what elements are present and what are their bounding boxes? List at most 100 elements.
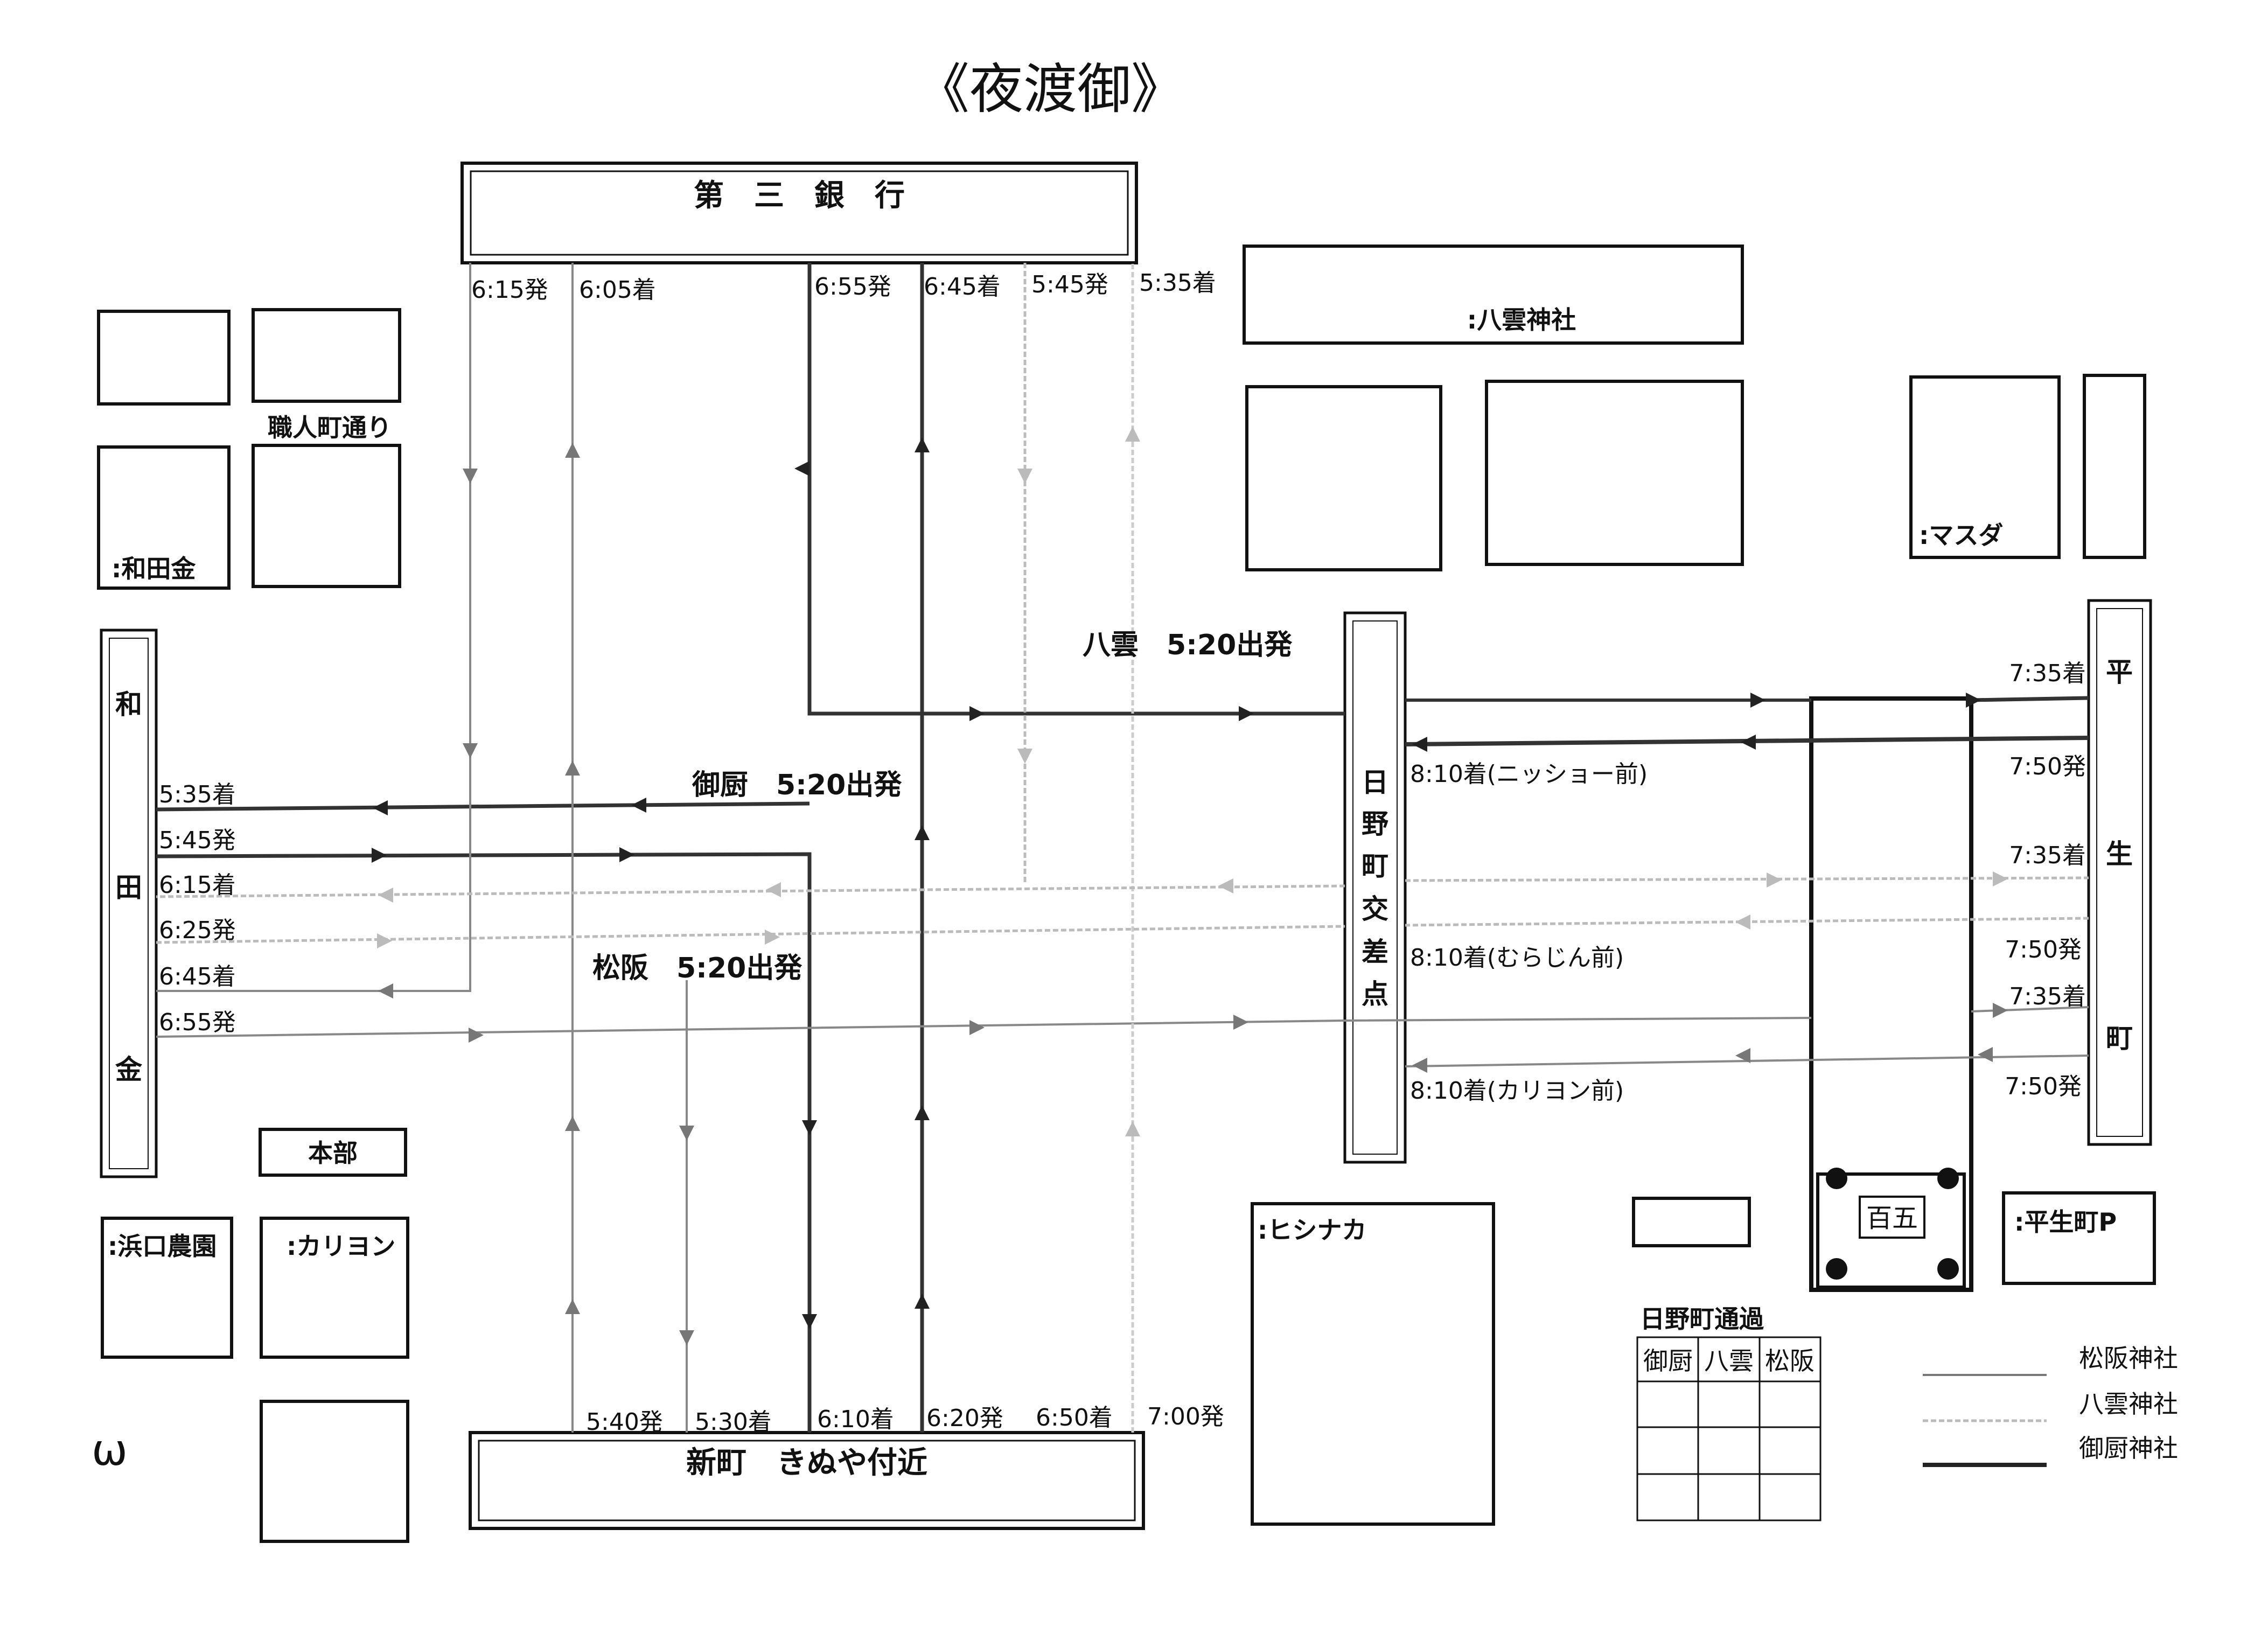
top-time-labels: 6:15発 6:05着 6:55発 6:45着 5:45発 5:35着 [471, 269, 1216, 304]
yakumo-shrine-label: :八雲神社 [1467, 305, 1576, 334]
crossing-time-3: 8:10着(カリヨン前) [1410, 1077, 1624, 1105]
hirao-char-3: 町 [2106, 1023, 2133, 1054]
block-hishinaka [1251, 1202, 1495, 1526]
route-matsusaka-bank-south [156, 263, 471, 992]
mazda-label: :マスダ [1919, 521, 2003, 550]
bottom-time-6: 7:00発 [1147, 1403, 1224, 1430]
block-ne-narrow [2083, 374, 2146, 559]
bottom-time-labels: 5:40発 5:30着 6:10着 6:20発 6:50着 7:00発 [586, 1403, 1224, 1436]
block-honbu [259, 1128, 407, 1177]
block-nw-2 [252, 308, 401, 403]
block-small-center [1632, 1197, 1751, 1247]
right-time-5: 7:35着 [2009, 983, 2086, 1010]
route-mikuriya-west [156, 801, 810, 812]
hirao-char-1: 平 [2106, 657, 2133, 688]
right-time-6: 7:50発 [2005, 1073, 2082, 1100]
left-time-3: 6:15着 [159, 871, 236, 899]
bottom-time-3: 6:10着 [817, 1406, 894, 1433]
table-header-mikuriya: 御厨 [1643, 1346, 1693, 1375]
bottom-time-5: 6:50着 [1036, 1404, 1113, 1431]
hirao-p-label: :平生町P [2014, 1207, 2117, 1237]
hamaguchi-label: :浜口農園 [108, 1232, 217, 1261]
crossing-char-4: 交 [1362, 893, 1388, 925]
wadakin-char-2: 田 [115, 872, 142, 903]
bottom-time-2: 5:30着 [695, 1408, 772, 1436]
hyakugo-label: 百五 [1866, 1203, 1918, 1233]
left-time-labels: 5:35着 5:45発 6:15着 6:25発 6:45着 6:55発 [159, 781, 236, 1036]
table-title: 日野町通過 [1640, 1304, 1764, 1333]
block-sw [260, 1400, 409, 1543]
block-n-2 [1485, 380, 1744, 566]
left-time-2: 5:45発 [159, 827, 236, 854]
shinmachi-kinuya-building: 新町 きぬや付近 [469, 1431, 1145, 1530]
legend-matsusaka: 松阪神社 [2079, 1344, 2178, 1373]
honbu-label: 本部 [308, 1139, 358, 1168]
wadakin-box-label: :和田金 [111, 554, 196, 583]
route-arrows [372, 427, 2008, 1345]
crossing-char-3: 町 [1362, 850, 1388, 882]
right-time-1: 7:35着 [2009, 660, 2086, 687]
top-time-5: 5:45発 [1031, 271, 1108, 298]
block-yakumo-shrine [1243, 245, 1744, 345]
crossing-time-labels: 8:10着(ニッショー前) 8:10着(むらじん前) 8:10着(カリヨン前) [1410, 760, 1648, 1105]
crossing-char-6: 点 [1362, 979, 1388, 1010]
left-time-4: 6:25発 [159, 917, 236, 944]
route-lines [156, 263, 2089, 1433]
crossing-char-2: 野 [1362, 808, 1388, 840]
hirao-char-2: 生 [2106, 839, 2133, 870]
top-time-6: 5:35着 [1139, 269, 1216, 297]
right-time-labels: 7:35着 7:50発 7:35着 7:50発 7:35着 7:50発 [2005, 660, 2086, 1100]
shokunin-label: 職人町通り [268, 413, 392, 442]
block-mazda [1909, 375, 2061, 559]
route-mikuriya-yakumo-path [807, 263, 1345, 716]
daisan-bank-building: 第 三 銀 行 [460, 162, 1138, 264]
top-time-1: 6:15発 [471, 276, 548, 304]
block-hamaguchi [101, 1217, 233, 1359]
route-matsusaka-hirao-b [1405, 1055, 2089, 1067]
crossing-char-5: 差 [1362, 937, 1388, 968]
top-time-2: 6:05着 [579, 276, 656, 304]
route-yakumo-crossing-east [1405, 876, 2089, 882]
table-header-matsusaka: 松阪 [1765, 1346, 1815, 1375]
block-wadakin [97, 445, 231, 590]
daisan-bank-label: 第 三 銀 行 [694, 178, 905, 213]
top-time-3: 6:55発 [814, 273, 891, 301]
yakumo-departure: 八雲 5:20出発 [1083, 629, 1293, 661]
page-mark: ω [92, 1425, 128, 1475]
bottom-time-1: 5:40発 [586, 1408, 663, 1436]
block-shokunin [252, 444, 401, 588]
route-matsusaka-wadakin-east [156, 1017, 1812, 1038]
wadakin-char-3: 金 [115, 1054, 143, 1085]
route-matsusaka-hirao-a [1971, 1006, 2089, 1012]
hiraocho-road [2087, 599, 2152, 1146]
left-time-5: 6:45着 [159, 963, 236, 990]
vertical-labels: 和 田 金 日 野 町 交 差 点 平 生 町 [115, 657, 2133, 1085]
shinmachi-kinuya-label: 新町 きぬや付近 [686, 1446, 927, 1481]
hyakugo-bank: 百五 [1809, 696, 1973, 1292]
legend-mikuriya: 御厨神社 [2079, 1434, 2178, 1463]
route-mikuriya-hirao-return [1405, 736, 2089, 746]
hinocho-crossing-road [1343, 611, 1407, 1164]
wadakin-road [100, 629, 158, 1178]
route-yakumo-wadakin-east [156, 925, 1345, 944]
matsusaka-departure: 松阪 5:20出発 [592, 952, 802, 984]
wadakin-char-1: 和 [115, 689, 142, 720]
hishinaka-label: :ヒシナカ [1258, 1216, 1366, 1245]
departure-labels: 八雲 5:20出発 御厨 5:20出発 松阪 5:20出発 [592, 629, 1293, 984]
block-kariyon [260, 1217, 409, 1359]
block-nw-1 [97, 310, 231, 406]
crossing-time-2: 8:10着(むらじん前) [1410, 944, 1624, 972]
left-time-1: 5:35着 [159, 781, 236, 808]
bottom-time-4: 6:20発 [926, 1405, 1003, 1432]
legend-yakumo: 八雲神社 [2079, 1389, 2178, 1419]
building-blocks [97, 245, 2156, 1543]
hinocho-passing-table: 日野町通過 御厨 八雲 松阪 [1636, 1304, 1822, 1521]
kariyon-label: :カリヨン [287, 1232, 395, 1261]
crossing-time-1: 8:10着(ニッショー前) [1410, 760, 1648, 788]
top-time-4: 6:45着 [924, 273, 1001, 301]
block-n-1 [1245, 385, 1442, 571]
mikuriya-departure: 御厨 5:20出発 [692, 769, 902, 801]
page-title: 《夜渡御》 [916, 58, 1185, 121]
place-labels: :八雲神社 :マスダ 職人町通り :和田金 本部 :浜口農園 :カリヨン :ヒシ… [108, 305, 2117, 1261]
